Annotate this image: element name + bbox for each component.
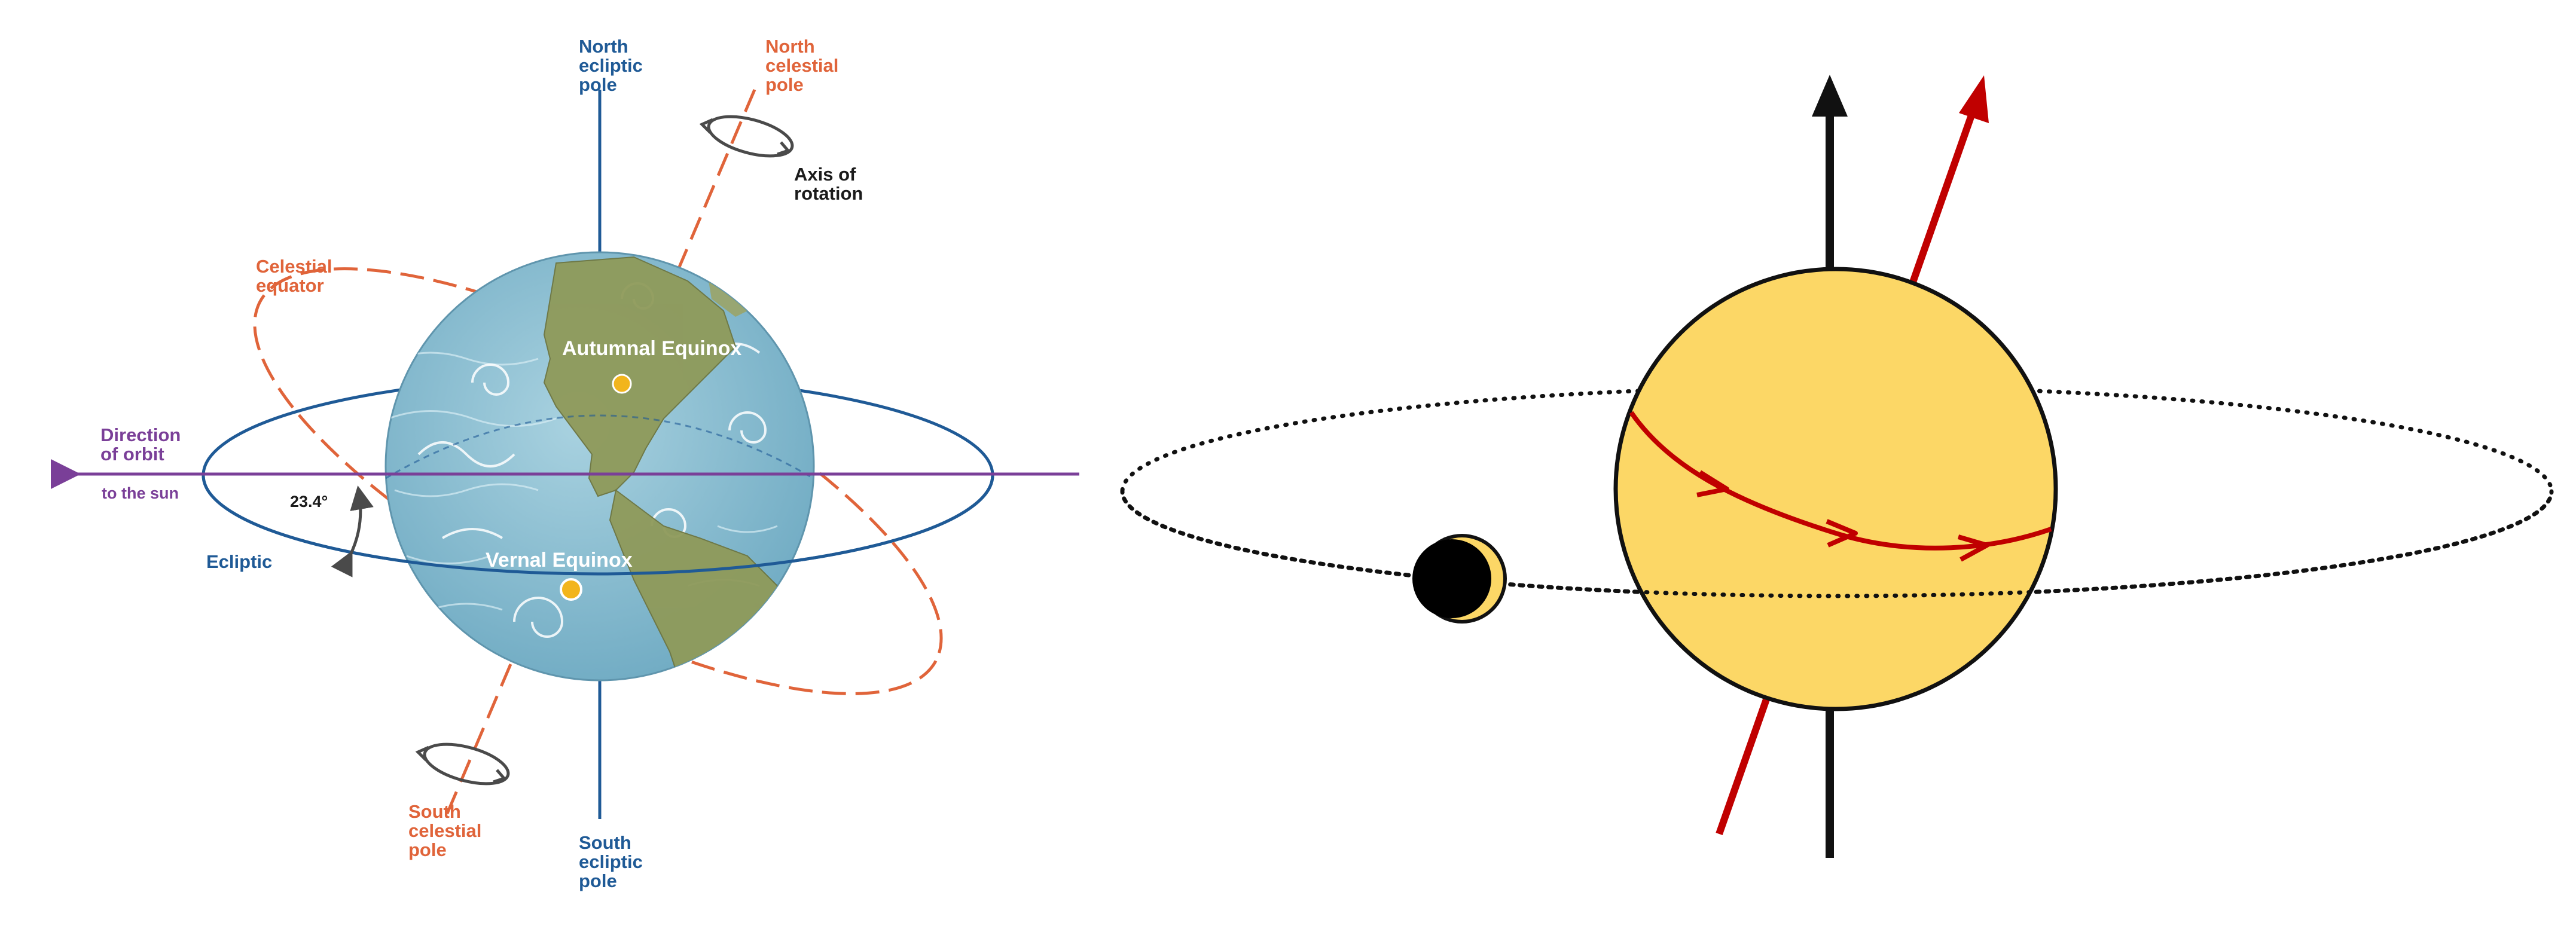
circular-rotation-arrow-icon bbox=[699, 115, 794, 158]
vernal-equinox-label: Vernal Equinox bbox=[486, 549, 633, 572]
circular-rotation-arrow-icon bbox=[415, 742, 510, 786]
south-celestial-pole-label: South celestial pole bbox=[408, 801, 487, 860]
north-celestial-pole-label: North celestial pole bbox=[765, 36, 844, 95]
crescent-moon-icon bbox=[1412, 534, 1507, 624]
rotation-arrowhead bbox=[1957, 534, 1989, 562]
tilt-angle-label: 23.4° bbox=[290, 493, 328, 511]
sun-sphere-icon bbox=[1613, 267, 2058, 711]
celestial-equator-label: Celestial equator bbox=[256, 256, 337, 296]
orbit-normal-arrowhead bbox=[1812, 75, 1848, 117]
rotation-arrowhead bbox=[1696, 470, 1729, 497]
sun-spin-orbit-diagram bbox=[1120, 75, 2554, 858]
direction-of-orbit-label: Direction of orbit bbox=[100, 424, 186, 464]
to-the-sun-label: to the sun bbox=[102, 484, 179, 502]
spin-axis-arrowhead bbox=[1959, 75, 1989, 123]
north-ecliptic-pole-label: North ecliptic pole bbox=[579, 36, 648, 95]
autumnal-equinox-label: Autumnal Equinox bbox=[562, 337, 741, 360]
ecliptic-ring-front bbox=[202, 475, 994, 576]
axis-of-rotation-label: Axis of rotation bbox=[794, 164, 863, 204]
vernal-equinox-marker bbox=[560, 578, 582, 601]
rotation-arrowhead bbox=[1826, 519, 1858, 548]
orbit-path-front bbox=[1120, 489, 2554, 598]
tilt-angle-arc bbox=[331, 485, 374, 577]
earth-axes-diagram: North ecliptic pole North celestial pole… bbox=[51, 36, 1079, 891]
autumnal-equinox-marker bbox=[612, 374, 632, 394]
earth-globe-icon bbox=[384, 251, 815, 681]
south-ecliptic-pole-label: South ecliptic pole bbox=[579, 832, 648, 891]
ecliptic-label: Ecliptic bbox=[206, 551, 272, 572]
